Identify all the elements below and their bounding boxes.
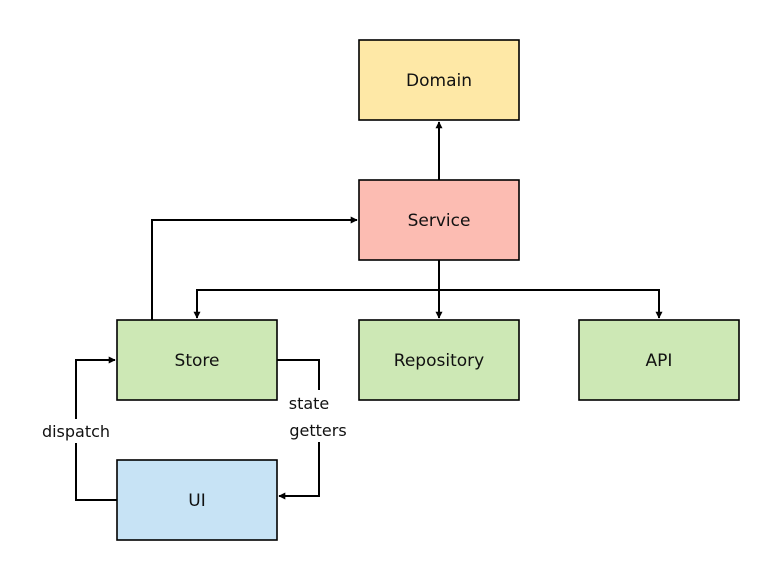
edge-store-to-service — [151, 216, 358, 320]
api-node: API — [578, 319, 740, 401]
domain-node: Domain — [358, 39, 520, 121]
edge-service-to-api — [439, 289, 663, 319]
getters-label: getters — [289, 421, 346, 440]
store-box — [116, 319, 278, 401]
state-getters-label-bg — [285, 390, 353, 442]
service-node: Service — [358, 179, 520, 261]
ui-label: UI — [188, 491, 205, 511]
service-label: Service — [408, 211, 471, 231]
ui-node: UI — [116, 459, 278, 541]
repository-node: Repository — [358, 319, 520, 401]
repository-label: Repository — [394, 351, 484, 371]
dispatch-label-bg — [36, 419, 114, 443]
repository-box — [358, 319, 520, 401]
store-node: Store — [116, 319, 278, 401]
state-label: state — [289, 394, 330, 413]
dispatch-label: dispatch — [42, 422, 110, 441]
api-box — [578, 319, 740, 401]
edge-service-to-store — [193, 289, 439, 319]
ui-box — [116, 459, 278, 541]
service-box — [358, 179, 520, 261]
api-label: API — [646, 351, 673, 371]
store-label: Store — [175, 351, 220, 371]
domain-box — [358, 39, 520, 121]
domain-label: Domain — [406, 71, 472, 91]
